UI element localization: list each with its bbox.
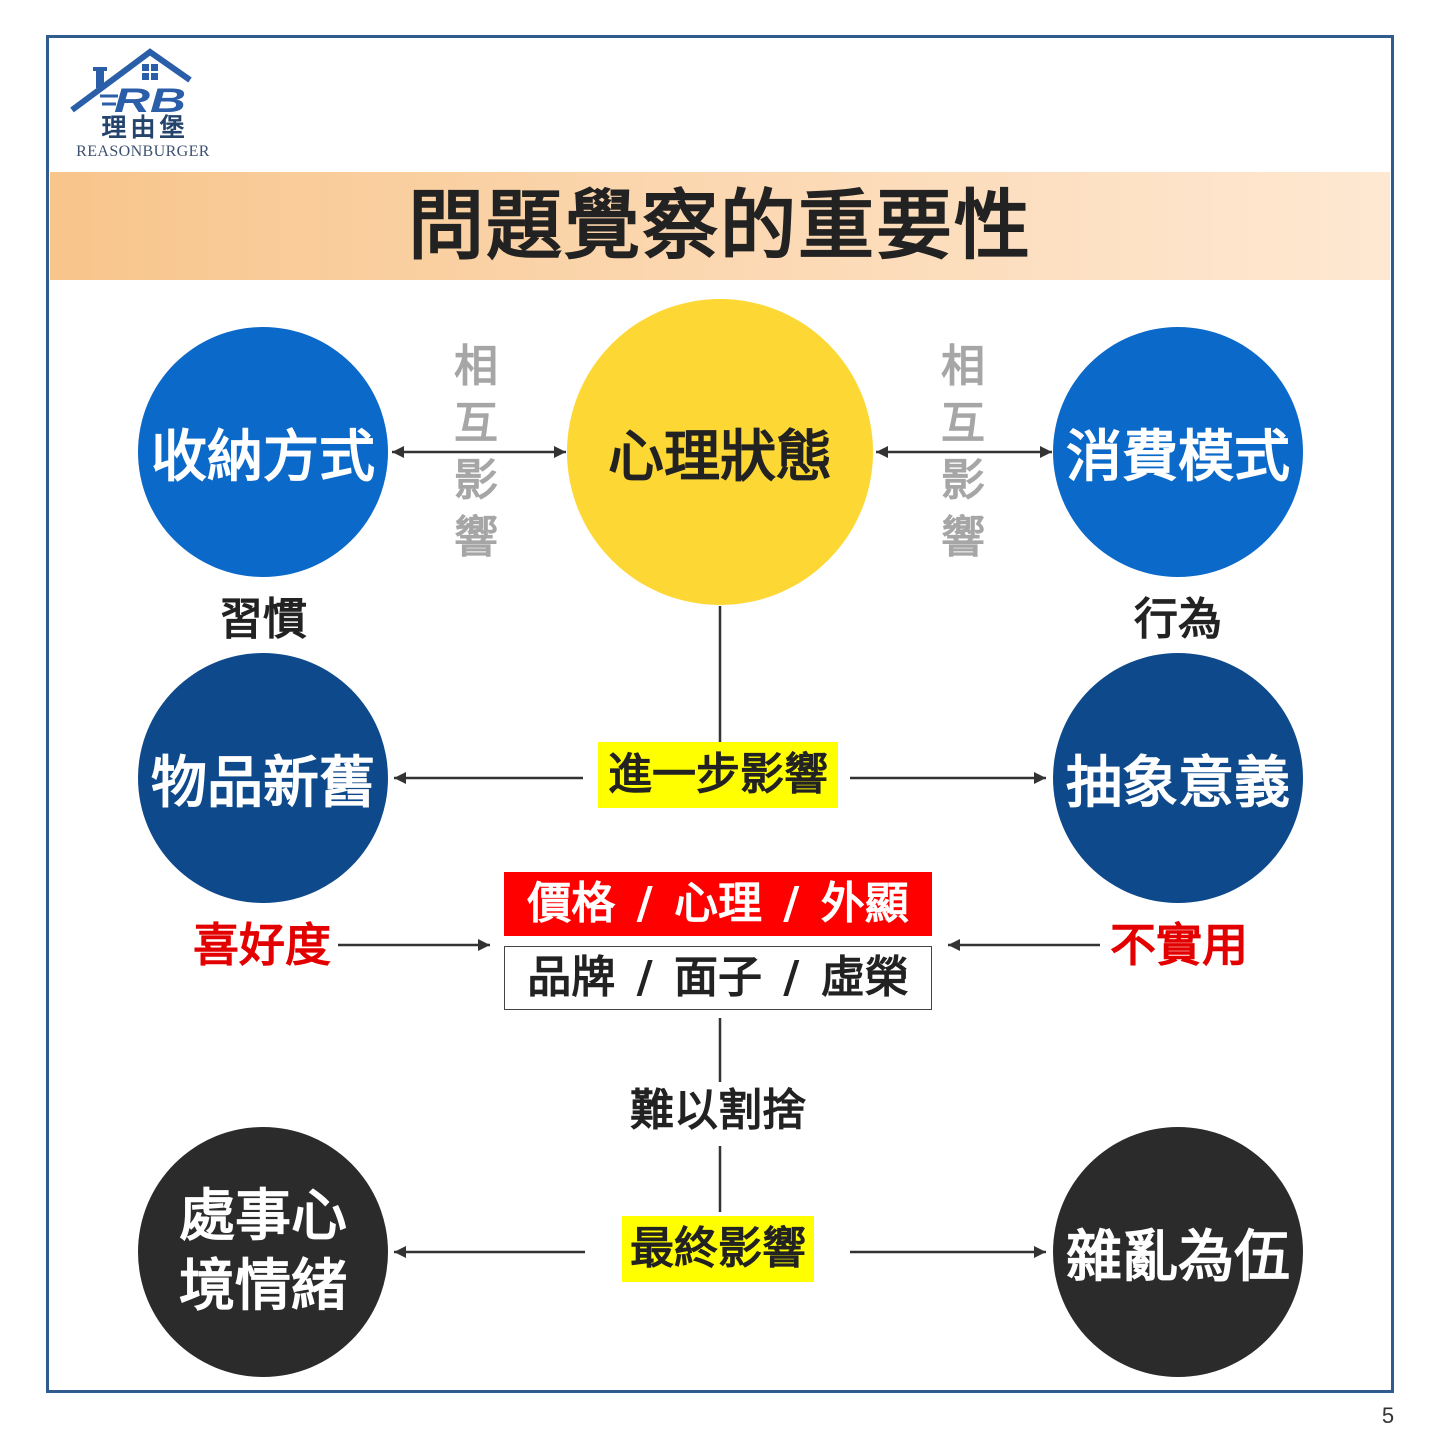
factor-box-secondary: 品牌 / 面子 / 虛榮 bbox=[504, 946, 932, 1010]
node-abstract-meaning: 抽象意義 bbox=[1053, 653, 1303, 903]
node-item-condition: 物品新舊 bbox=[138, 653, 388, 903]
label-hard-to-let-go: 難以割捨 bbox=[630, 1085, 806, 1136]
label-behavior: 行為 bbox=[1134, 594, 1222, 645]
node-label: 心理狀態 bbox=[608, 424, 832, 490]
node-label: 消費模式 bbox=[1066, 424, 1290, 490]
logo-name-en: REASONBURGER bbox=[76, 143, 210, 160]
factor-box-primary: 價格 / 心理 / 外顯 bbox=[504, 872, 932, 936]
logo-roof bbox=[70, 48, 192, 113]
page-number: 5 bbox=[1381, 1403, 1395, 1428]
slide-frame bbox=[46, 35, 1394, 1393]
label-impractical: 不實用 bbox=[1110, 918, 1248, 972]
node-clutter: 雜亂為伍 bbox=[1053, 1127, 1303, 1377]
label-further-influence: 進一步影響 bbox=[598, 742, 838, 808]
logo-window-icon bbox=[142, 64, 158, 80]
title-banner: 問題覺察的重要性 bbox=[50, 172, 1390, 280]
logo-chimney-cap bbox=[93, 67, 107, 71]
node-label-line1: 處事心 bbox=[179, 1184, 347, 1249]
logo-chimney bbox=[96, 70, 104, 88]
label-mutual-influence-right: 相互影響 bbox=[941, 341, 985, 563]
logo-name-zh: 理由堡 bbox=[101, 113, 189, 142]
node-label: 雜亂為伍 bbox=[1066, 1224, 1290, 1290]
node-mental-state: 心理狀態 bbox=[567, 299, 873, 605]
label-preference: 喜好度 bbox=[193, 918, 331, 972]
logo-mark-letters: RB bbox=[114, 82, 186, 118]
logo-speed-lines bbox=[100, 94, 118, 106]
page-title: 問題覺察的重要性 bbox=[408, 181, 1032, 270]
node-label: 收納方式 bbox=[151, 424, 375, 490]
label-habit: 習慣 bbox=[219, 594, 307, 645]
node-storage-method: 收納方式 bbox=[138, 327, 388, 577]
node-label: 物品新舊 bbox=[151, 750, 375, 816]
label-mutual-influence-left: 相互影響 bbox=[454, 341, 498, 563]
node-mindset-emotion: 處事心 境情緒 bbox=[138, 1127, 388, 1377]
logo-house-icon: RB bbox=[70, 48, 192, 118]
node-consumption-pattern: 消費模式 bbox=[1053, 327, 1303, 577]
node-label-line2: 境情緒 bbox=[179, 1254, 347, 1319]
label-final-influence: 最終影響 bbox=[622, 1216, 814, 1282]
node-label: 抽象意義 bbox=[1066, 750, 1290, 816]
